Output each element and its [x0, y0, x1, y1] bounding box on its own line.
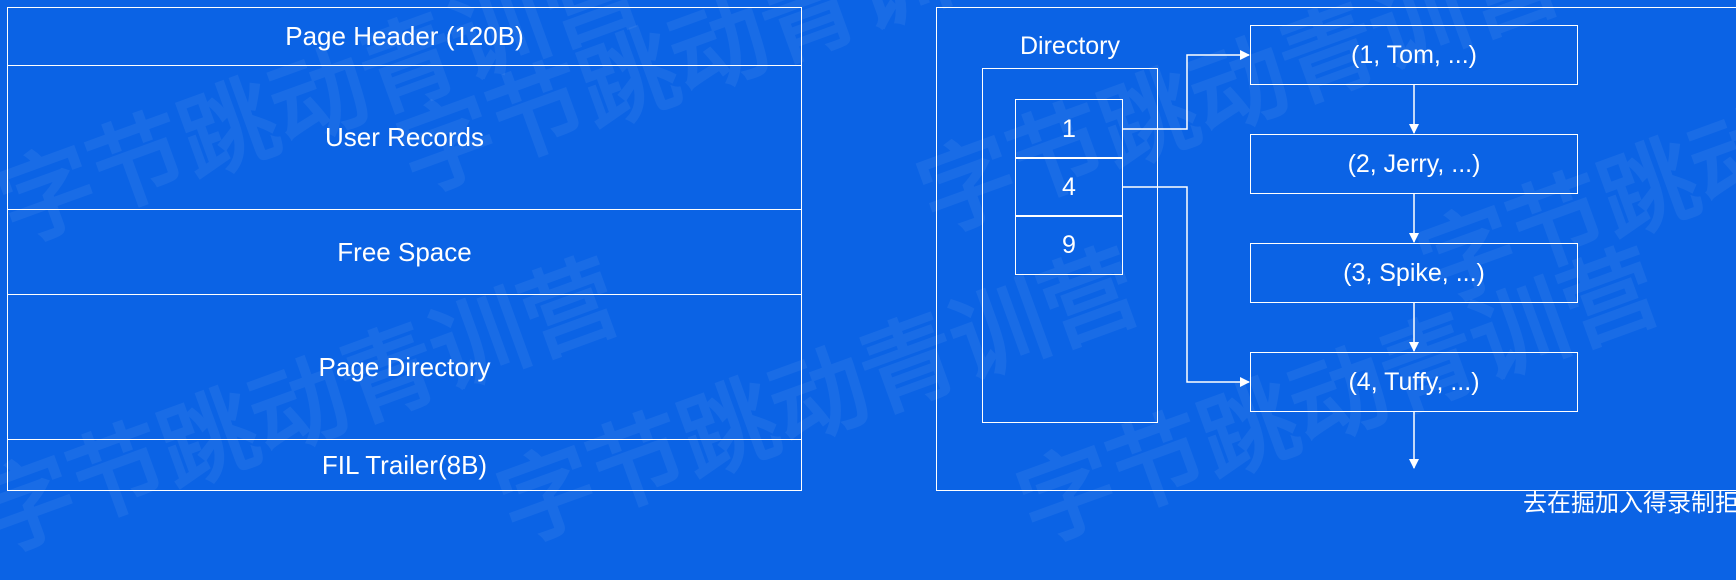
record-label: (4, Tuffy, ...) [1348, 367, 1480, 396]
section-label: User Records [325, 122, 484, 152]
page-directory-section: Page Directory [8, 294, 801, 439]
corner-caption: 去在掘加入得录制拒 [1523, 490, 1736, 517]
directory-label: Directory [1019, 32, 1120, 60]
directory-slot: 4 [1015, 157, 1123, 217]
free-space-section: Free Space [8, 209, 801, 294]
record-label: (2, Jerry, ...) [1347, 149, 1481, 178]
record-box: (2, Jerry, ...) [1250, 134, 1578, 194]
directory-diagram-panel [936, 7, 1736, 491]
directory-slot: 1 [1015, 99, 1123, 159]
record-box: (4, Tuffy, ...) [1250, 352, 1578, 412]
slot-value: 9 [1062, 230, 1076, 259]
section-label: Free Space [337, 236, 472, 267]
record-box: (3, Spike, ...) [1250, 243, 1578, 303]
user-records-section: User Records [8, 65, 801, 209]
page-layout-diagram: Page Header (120B) User Records Free Spa… [7, 7, 802, 491]
record-label: (1, Tom, ...) [1351, 40, 1477, 69]
section-label: Page Header (120B) [285, 21, 524, 51]
record-label: (3, Spike, ...) [1343, 258, 1485, 287]
fil-trailer-section: FIL Trailer(8B) [8, 439, 801, 491]
slot-value: 4 [1062, 172, 1076, 201]
page-header-section: Page Header (120B) [8, 8, 801, 65]
record-box: (1, Tom, ...) [1250, 25, 1578, 85]
directory-slot: 9 [1015, 215, 1123, 275]
section-label: Page Directory [318, 351, 491, 382]
section-label: FIL Trailer(8B) [321, 450, 488, 480]
slot-value: 1 [1062, 114, 1076, 143]
